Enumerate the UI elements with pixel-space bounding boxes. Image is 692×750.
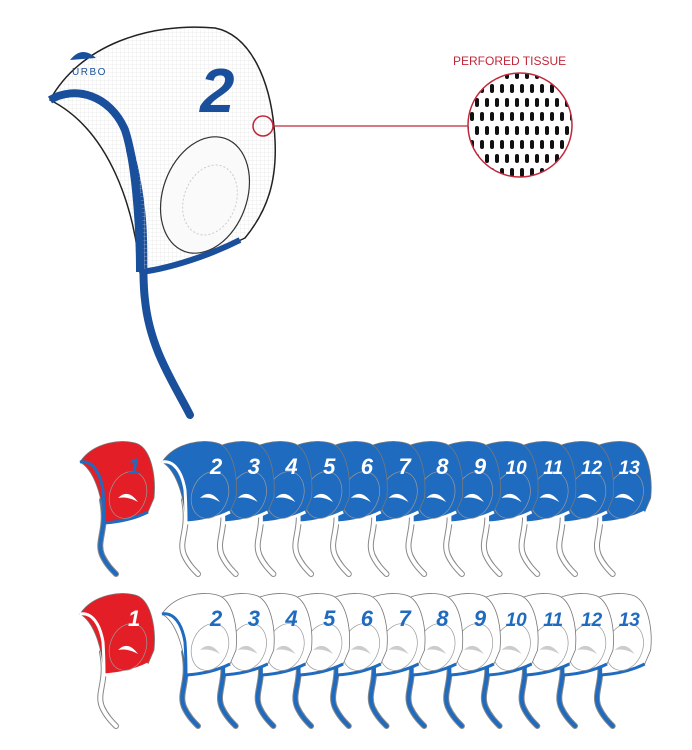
cap-number: 8 (436, 454, 449, 479)
ear-protector (190, 471, 230, 519)
logo-icon (539, 645, 560, 654)
player-cap: 2 (161, 593, 237, 729)
goalie-cap: 1 (79, 441, 155, 577)
logo-icon (313, 645, 334, 654)
cap-number: 3 (248, 606, 260, 631)
cap-number: 11 (543, 610, 563, 631)
ear-protector (108, 623, 148, 671)
cap-number: 10 (506, 610, 528, 631)
logo-icon (614, 645, 635, 654)
cap-number: 6 (361, 454, 374, 479)
logo-icon (350, 645, 371, 654)
cap-number: 12 (581, 610, 603, 631)
logo-icon (275, 645, 296, 654)
logo-icon (237, 645, 258, 654)
cap-number: 13 (619, 458, 641, 479)
main-cap-number: 2 (199, 57, 234, 126)
cap-number: 7 (399, 454, 413, 479)
cap-number: 11 (543, 458, 563, 479)
logo-icon (577, 645, 597, 654)
cap-number: 10 (506, 458, 528, 479)
main-cap: URBO 2 (47, 26, 277, 419)
logo-icon (275, 493, 296, 502)
logo-icon (388, 493, 409, 502)
cap-number: 7 (399, 606, 413, 631)
logo-icon (237, 493, 258, 502)
perforated-tissue-callout: PERFORED TISSUE (252, 54, 573, 178)
logo-icon (313, 493, 334, 502)
cap-number: 1 (128, 606, 140, 631)
logo-icon (539, 493, 560, 502)
logo-icon (463, 645, 484, 654)
cap-number: 9 (474, 606, 487, 631)
player-cap: 2 (161, 441, 237, 577)
logo-icon (200, 645, 220, 654)
cap-dome (79, 441, 155, 524)
cap-dome (161, 593, 237, 676)
goalie-cap: 1 (79, 593, 155, 729)
ear-protector (159, 136, 251, 254)
cap-number: 1 (128, 454, 140, 479)
logo-icon (70, 51, 96, 60)
cap-dome (79, 593, 155, 676)
logo-icon (501, 493, 522, 502)
ear-protector (190, 623, 230, 671)
logo-icon (388, 645, 409, 654)
cap-number: 5 (323, 606, 336, 631)
cap-number: 2 (209, 454, 223, 479)
cap-dome (161, 441, 237, 524)
ear-protector (108, 471, 148, 519)
cap-number: 3 (248, 454, 260, 479)
cap-number: 4 (284, 606, 297, 631)
logo-icon (614, 493, 635, 502)
cap-number: 13 (619, 610, 641, 631)
cap-number: 9 (474, 454, 487, 479)
cap-number: 2 (209, 606, 223, 631)
callout-label: PERFORED TISSUE (453, 54, 566, 68)
main-cap-dome (48, 26, 277, 273)
logo-icon (426, 493, 447, 502)
cap-number: 6 (361, 606, 374, 631)
logo-icon (501, 645, 522, 654)
cap-number: 4 (284, 454, 297, 479)
logo-icon (200, 493, 220, 502)
logo-icon (426, 645, 447, 654)
logo-icon (118, 645, 138, 654)
logo-icon (118, 493, 138, 502)
logo-icon (577, 493, 597, 502)
cap-number: 5 (323, 454, 336, 479)
cap-number: 12 (581, 458, 603, 479)
logo-text: URBO (72, 67, 107, 78)
logo-icon (350, 493, 371, 502)
cap-number: 8 (436, 606, 449, 631)
callout-large-circle (467, 72, 573, 178)
logo-icon (463, 493, 484, 502)
